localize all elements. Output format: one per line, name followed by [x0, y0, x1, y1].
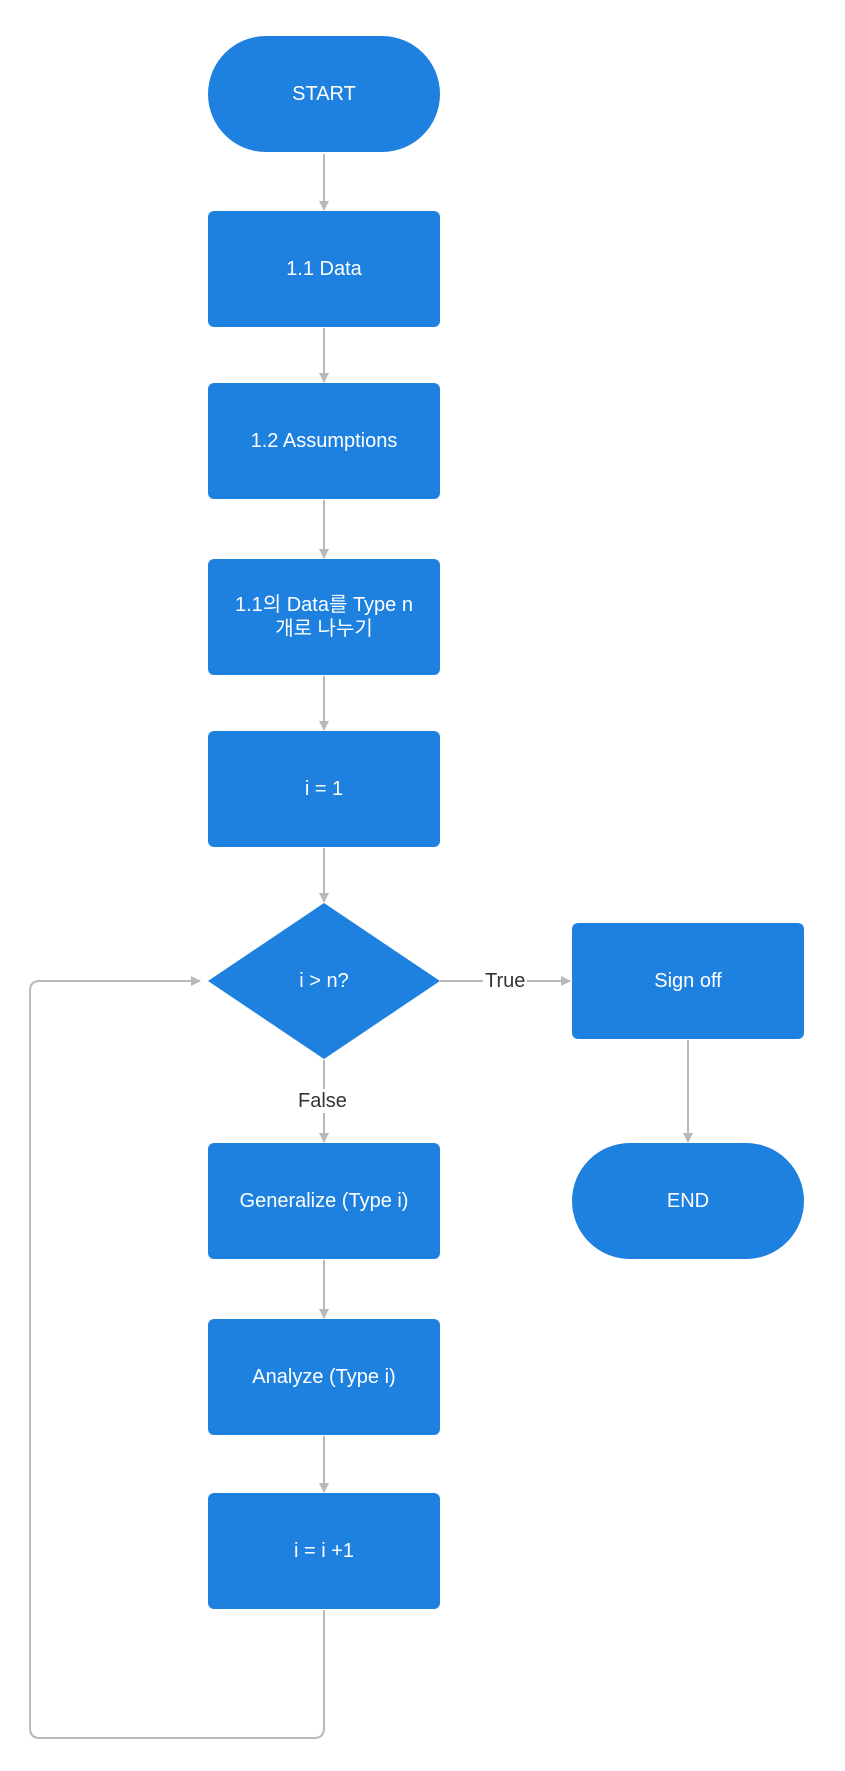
analyze-step[interactable]: Analyze (Type i): [208, 1319, 440, 1435]
connector-loop-back: [29, 976, 325, 1739]
generalize-step[interactable]: Generalize (Type i): [208, 1143, 440, 1259]
data-step[interactable]: 1.1 Data: [208, 211, 440, 327]
assumptions-step[interactable]: 1.2 Assumptions: [208, 383, 440, 499]
increment-counter-step[interactable]: i = i +1: [208, 1493, 440, 1609]
start-terminal[interactable]: START: [208, 36, 440, 152]
false-edge-label: False: [296, 1089, 349, 1113]
signoff-step[interactable]: Sign off: [572, 923, 804, 1039]
true-edge-label: True: [483, 969, 528, 993]
decision-diamond-shape: [208, 903, 440, 1059]
split-data-step[interactable]: 1.1의 Data를 Type n 개로 나누기: [208, 559, 440, 675]
loop-decision[interactable]: i > n?: [208, 903, 440, 1059]
init-counter-step[interactable]: i = 1: [208, 731, 440, 847]
end-terminal[interactable]: END: [572, 1143, 804, 1259]
